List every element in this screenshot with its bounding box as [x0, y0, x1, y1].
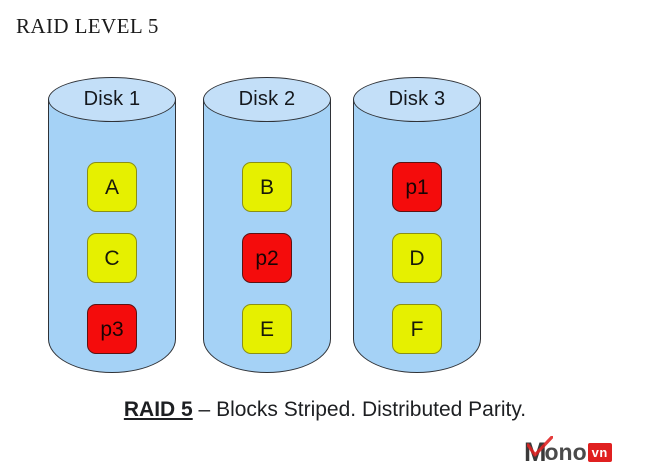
page-title: RAID LEVEL 5	[16, 14, 159, 38]
disk-cylinder-1: Disk 1 A C p3	[48, 77, 176, 373]
watermark-word: ono	[544, 438, 587, 465]
disk-block: C	[87, 233, 137, 283]
block-stack: p1 D F	[353, 99, 481, 373]
disk-block: B	[242, 162, 292, 212]
raid-diagram: Disk 1 A C p3 Disk 2 B p2 E Disk 3 p1 D …	[48, 77, 481, 373]
disk-cylinder-3: Disk 3 p1 D F	[353, 77, 481, 373]
cylinder-top-ellipse	[353, 77, 481, 122]
watermark-letter-m: M	[524, 435, 553, 467]
disk-block-parity: p1	[392, 162, 442, 212]
disk-block: E	[242, 304, 292, 354]
block-stack: B p2 E	[203, 99, 331, 373]
cylinder-top-ellipse	[203, 77, 331, 122]
disk-block: F	[392, 304, 442, 354]
disk-block: D	[392, 233, 442, 283]
cylinder-top-ellipse	[48, 77, 176, 122]
block-stack: A C p3	[48, 99, 176, 373]
caption-strong: RAID 5	[123, 398, 193, 421]
diagram-caption: RAID 5 – Blocks Striped. Distributed Par…	[0, 398, 650, 422]
caption-rest: – Blocks Striped. Distributed Parity.	[192, 398, 527, 421]
disk-cylinder-2: Disk 2 B p2 E	[203, 77, 331, 373]
disk-block: A	[87, 162, 137, 212]
disk-block-parity: p3	[87, 304, 137, 354]
watermark-logo: M ono vn	[524, 435, 640, 467]
disk-block-parity: p2	[242, 233, 292, 283]
watermark-m-glyph: M	[524, 436, 547, 467]
watermark-tld-badge: vn	[587, 442, 612, 462]
